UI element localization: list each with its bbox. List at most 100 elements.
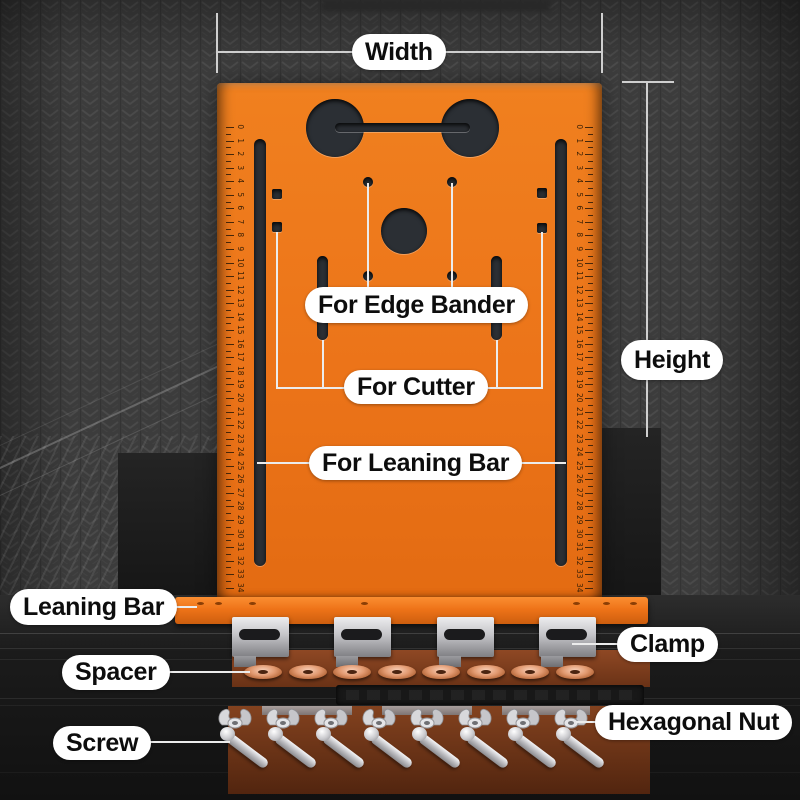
wing-nut <box>217 707 253 738</box>
ruler-tick <box>226 364 231 366</box>
wing-nut <box>313 707 349 738</box>
ruler-tick <box>588 269 593 271</box>
ruler-tick <box>585 560 593 562</box>
ruler-number: 0 <box>235 124 245 130</box>
ruler-tick <box>226 479 234 481</box>
ruler-number: 24 <box>574 447 584 457</box>
ruler-number: 15 <box>574 325 584 335</box>
ruler-number: 25 <box>574 460 584 471</box>
ruler-number: 18 <box>574 365 584 376</box>
metal-strip <box>262 706 352 715</box>
ruler-number: 30 <box>574 528 584 539</box>
ruler-tick <box>226 567 231 569</box>
ruler-number: 33 <box>574 569 584 579</box>
label-clamp: Clamp <box>617 627 718 662</box>
ruler-number: 7 <box>235 219 245 224</box>
leaning-bar-slot <box>254 139 266 566</box>
ruler-number: 16 <box>574 338 584 349</box>
wing-nut <box>457 707 493 738</box>
background-block <box>601 428 661 600</box>
ruler-tick <box>588 404 593 406</box>
ruler-tick <box>226 289 234 291</box>
screw-bolt <box>266 727 330 777</box>
ruler-tick <box>588 540 593 542</box>
ruler-tick <box>588 337 593 339</box>
screw-bolt <box>458 727 522 777</box>
ruler-number: 13 <box>574 298 584 308</box>
ruler-tick <box>588 486 593 488</box>
height-dimension-tick-top <box>622 81 674 83</box>
ruler-number: 27 <box>235 487 245 498</box>
ruler-tick <box>585 343 593 345</box>
ruler-tick <box>588 431 593 433</box>
ruler-tick <box>226 553 231 555</box>
ruler-tick <box>588 309 593 311</box>
ruler-tick <box>585 235 593 237</box>
ruler-tick <box>226 181 234 183</box>
ruler-number: 24 <box>235 447 245 457</box>
ruler-tick <box>226 452 234 454</box>
ruler-number: 19 <box>574 379 584 389</box>
ruler-number: 22 <box>574 420 584 430</box>
bar-hole <box>630 602 637 605</box>
ruler-tick <box>588 296 593 298</box>
ruler-number: 32 <box>574 555 584 566</box>
callout-line-cutter <box>478 387 543 389</box>
ruler-tick <box>226 255 231 257</box>
screw-bolt <box>410 727 474 777</box>
width-dimension-tick-left <box>216 13 218 73</box>
label-for-cutter: For Cutter <box>344 370 488 404</box>
bar-hole <box>361 602 368 605</box>
callout-line-cutter <box>496 340 498 389</box>
ruler-tick <box>588 472 593 474</box>
ruler-tick <box>585 479 593 481</box>
ruler-number: 34 <box>574 582 584 593</box>
ruler-tick <box>226 133 231 135</box>
ruler-tick <box>588 133 593 135</box>
bar-hole <box>573 602 580 605</box>
ruler-tick <box>585 398 593 399</box>
ruler-tick <box>585 127 593 128</box>
label-for-edge-bander: For Edge Bander <box>305 287 528 323</box>
ruler-tick <box>588 215 593 217</box>
ruler-number: 9 <box>574 246 584 252</box>
ruler-tick <box>226 513 231 515</box>
ruler-tick <box>226 235 234 237</box>
ruler-number: 26 <box>235 474 245 484</box>
wing-nut <box>409 707 445 738</box>
ruler-tick <box>585 547 593 549</box>
ruler-number: 7 <box>574 219 584 224</box>
ruler-tick <box>226 343 234 345</box>
ruler-number: 33 <box>235 569 245 579</box>
ruler-tick <box>226 262 234 264</box>
label-screw: Screw <box>53 726 152 760</box>
callout-line-spacer <box>162 671 250 673</box>
center-hole <box>381 208 427 254</box>
ruler-tick <box>226 228 231 230</box>
ruler-tick <box>588 174 593 176</box>
ruler-number: 14 <box>235 311 245 322</box>
callout-line-cutter <box>541 232 543 389</box>
handle-slot <box>335 123 470 132</box>
ruler-tick <box>588 418 593 420</box>
width-dimension-tick-right <box>601 13 603 73</box>
ruler-tick <box>226 350 231 352</box>
ruler-tick <box>585 506 593 508</box>
ruler-number: 22 <box>235 420 245 430</box>
callout-line-leaning-bar-slot <box>510 462 566 464</box>
ruler-tick <box>226 438 234 440</box>
ruler-number: 26 <box>574 474 584 484</box>
floor-line <box>0 633 800 634</box>
ruler-tick <box>585 276 593 278</box>
ruler-number: 14 <box>574 311 584 322</box>
metal-strip <box>382 706 472 715</box>
ruler-number: 23 <box>574 433 584 444</box>
ruler-tick <box>226 316 234 318</box>
label-leaning-bar: Leaning Bar <box>10 589 178 625</box>
ruler-number: 27 <box>574 487 584 498</box>
ruler-number: 20 <box>235 392 245 403</box>
ruler-tick <box>226 526 231 528</box>
ruler-tick <box>226 574 234 576</box>
